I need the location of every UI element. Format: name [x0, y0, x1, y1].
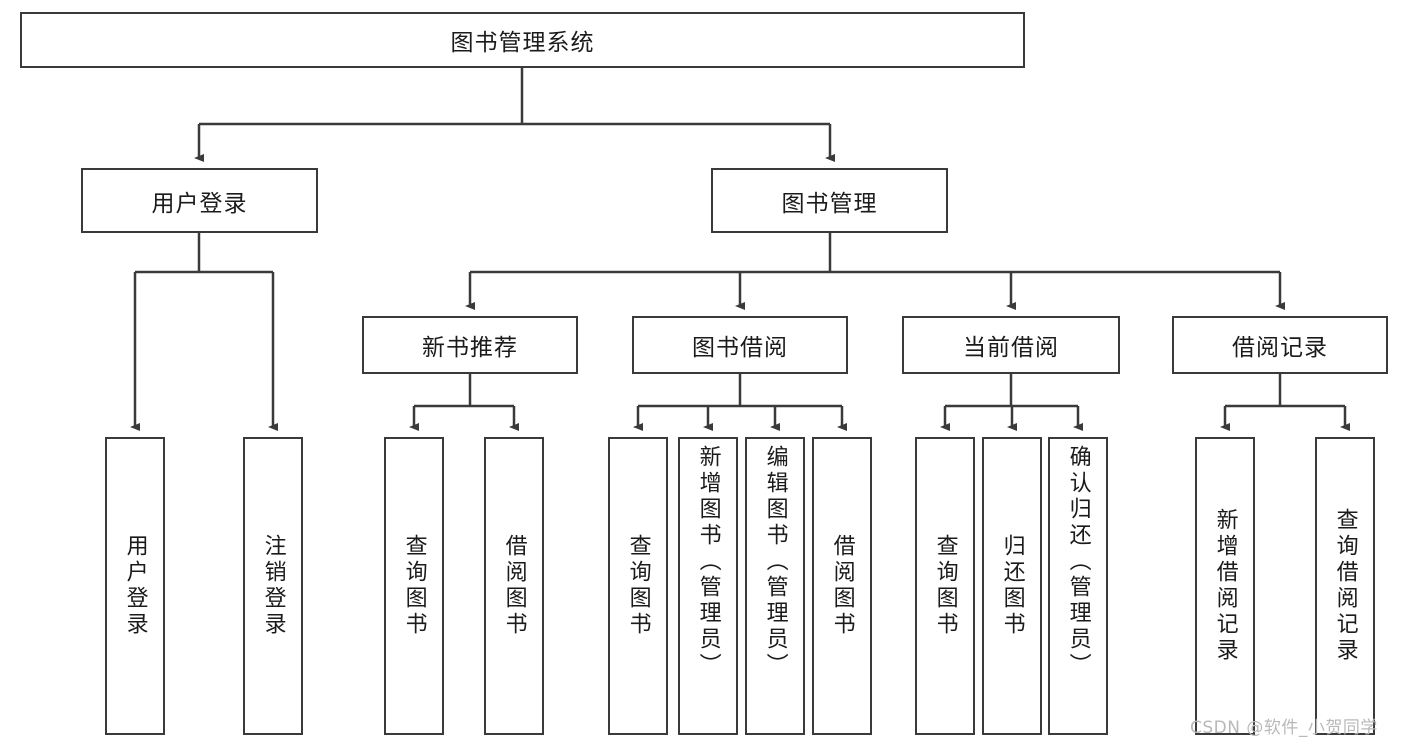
node-root-book-management-system[interactable]: 图书管理系统: [20, 12, 1025, 68]
leaf-logout[interactable]: 注销登录: [243, 437, 303, 735]
node-label: 查询图书: [401, 534, 427, 638]
watermark: CSDN @软件_小贺同学: [1190, 718, 1378, 738]
node-label: 新增借阅记录: [1212, 508, 1238, 664]
node-label: 图书管理系统: [450, 30, 595, 56]
node-label: 新书推荐: [422, 335, 518, 361]
leaf-confirm-return-admin[interactable]: 确认归还（管理员）: [1048, 437, 1108, 735]
node-book-management[interactable]: 图书管理: [711, 168, 948, 233]
leaf-user-login[interactable]: 用户登录: [105, 437, 165, 735]
node-borrow-record[interactable]: 借阅记录: [1172, 316, 1388, 374]
node-label: 查询图书: [932, 534, 958, 638]
node-label: 归还图书: [999, 534, 1025, 638]
node-label: 确认归还（管理员）: [1065, 445, 1091, 679]
node-label: 借阅记录: [1232, 335, 1328, 361]
leaf-query-book-borrow[interactable]: 查询图书: [608, 437, 668, 735]
leaf-query-borrow-record[interactable]: 查询借阅记录: [1315, 437, 1375, 735]
node-label: 查询借阅记录: [1332, 508, 1358, 664]
node-label: 图书管理: [781, 190, 878, 217]
leaf-borrow-book[interactable]: 借阅图书: [812, 437, 872, 735]
leaf-query-book-current[interactable]: 查询图书: [915, 437, 975, 735]
leaf-add-book-admin[interactable]: 新增图书（管理员）: [678, 437, 738, 735]
node-current-borrow[interactable]: 当前借阅: [902, 316, 1120, 374]
node-label: 编辑图书（管理员）: [762, 445, 788, 679]
node-label: 当前借阅: [963, 335, 1059, 361]
node-label: 新增图书（管理员）: [695, 445, 721, 679]
leaf-borrow-book-new[interactable]: 借阅图书: [484, 437, 544, 735]
node-label: 查询图书: [625, 534, 651, 638]
node-label: 用户登录: [122, 534, 148, 638]
leaf-query-book-new[interactable]: 查询图书: [384, 437, 444, 735]
node-label: 用户登录: [151, 190, 248, 217]
node-book-borrow[interactable]: 图书借阅: [632, 316, 848, 374]
node-label: 借阅图书: [501, 534, 527, 638]
leaf-add-borrow-record[interactable]: 新增借阅记录: [1195, 437, 1255, 735]
node-label: 借阅图书: [829, 534, 855, 638]
node-new-book-recommend[interactable]: 新书推荐: [362, 316, 578, 374]
leaf-edit-book-admin[interactable]: 编辑图书（管理员）: [745, 437, 805, 735]
node-label: 图书借阅: [692, 335, 788, 361]
leaf-return-book[interactable]: 归还图书: [982, 437, 1042, 735]
node-user-login[interactable]: 用户登录: [81, 168, 318, 233]
node-label: 注销登录: [260, 534, 286, 638]
